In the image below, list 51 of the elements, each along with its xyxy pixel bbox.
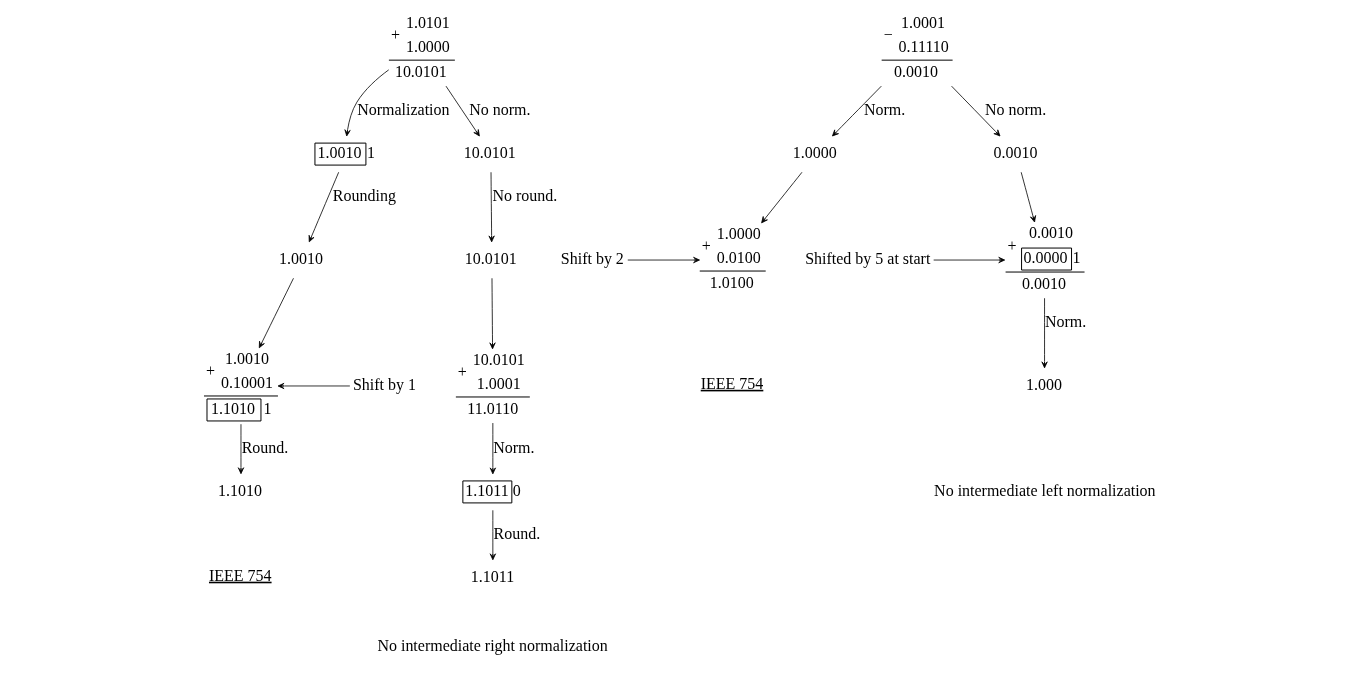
node-text: Shift by 1 (352, 375, 416, 393)
edge-label: Round. (493, 524, 541, 542)
node-text: Shifted by 5 at start (805, 249, 931, 267)
arrow (1041, 297, 1048, 369)
edge-label: Rounding (332, 186, 396, 204)
arrow (933, 256, 1006, 264)
edge-label: Norm. (1044, 312, 1087, 330)
node-label: 0.10001 (220, 373, 273, 391)
arrow (488, 171, 495, 243)
arrow (489, 422, 496, 475)
node-label: 0 (512, 481, 521, 499)
node-label: 1.0010 (224, 349, 269, 367)
arrow (489, 277, 496, 350)
node-text: 10.0101 (463, 143, 516, 161)
edge-label: Normalization (357, 100, 450, 118)
label: IEEE 754 (209, 566, 272, 584)
arrow (258, 277, 294, 349)
label: No intermediate right normalization (377, 636, 608, 654)
edge-label: No round. (492, 186, 558, 204)
node-label: + (206, 361, 216, 379)
arrow (1020, 171, 1037, 223)
node-label: 0.0010 (1029, 223, 1074, 241)
node-label: 0.0010 (1022, 274, 1067, 292)
edge-label: Norm. (863, 100, 906, 118)
edge-label: Round. (241, 438, 289, 456)
node-box: 1.0010 (314, 142, 367, 166)
arrow (277, 382, 351, 390)
arrow (761, 171, 803, 224)
node-text: 1.0000 (792, 143, 837, 161)
node-text: 0.0010 (993, 143, 1038, 161)
label: IEEE 754 (700, 374, 764, 392)
arrow (832, 85, 882, 137)
node-text: 1.000 (1026, 375, 1063, 393)
edge-label: No norm. (469, 100, 531, 118)
edge-label: Norm. (493, 438, 535, 456)
arrow (308, 171, 340, 243)
node-label: 1 (366, 143, 375, 161)
node-text: 1.1010 (217, 481, 262, 499)
label: No intermediate left normalization (934, 481, 1156, 499)
node-text: 1.1011 (470, 567, 515, 585)
node-box: 1.1011 (462, 480, 513, 504)
arrow (951, 85, 1001, 137)
node-text: 10.0101 (464, 249, 517, 267)
node-text: Shift by 2 (560, 249, 624, 267)
node-text: 1.0010 (278, 249, 323, 267)
arrow (627, 256, 700, 264)
arrow (489, 509, 496, 561)
arrow (445, 85, 480, 137)
edge-label: No norm. (984, 100, 1047, 118)
arrow (344, 69, 390, 137)
arrow (237, 423, 245, 475)
